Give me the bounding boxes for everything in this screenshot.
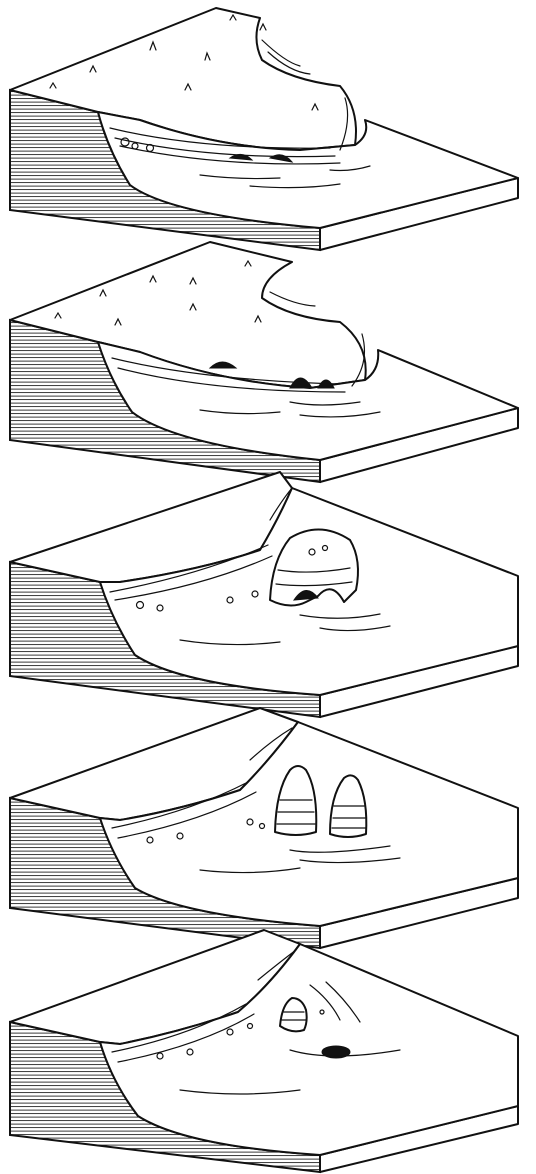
panel-arch: [10, 472, 518, 717]
panel-stump: [10, 930, 518, 1172]
panel-headland: [10, 8, 518, 250]
panel-stacks: [10, 708, 518, 948]
panel-cave: [10, 242, 518, 482]
